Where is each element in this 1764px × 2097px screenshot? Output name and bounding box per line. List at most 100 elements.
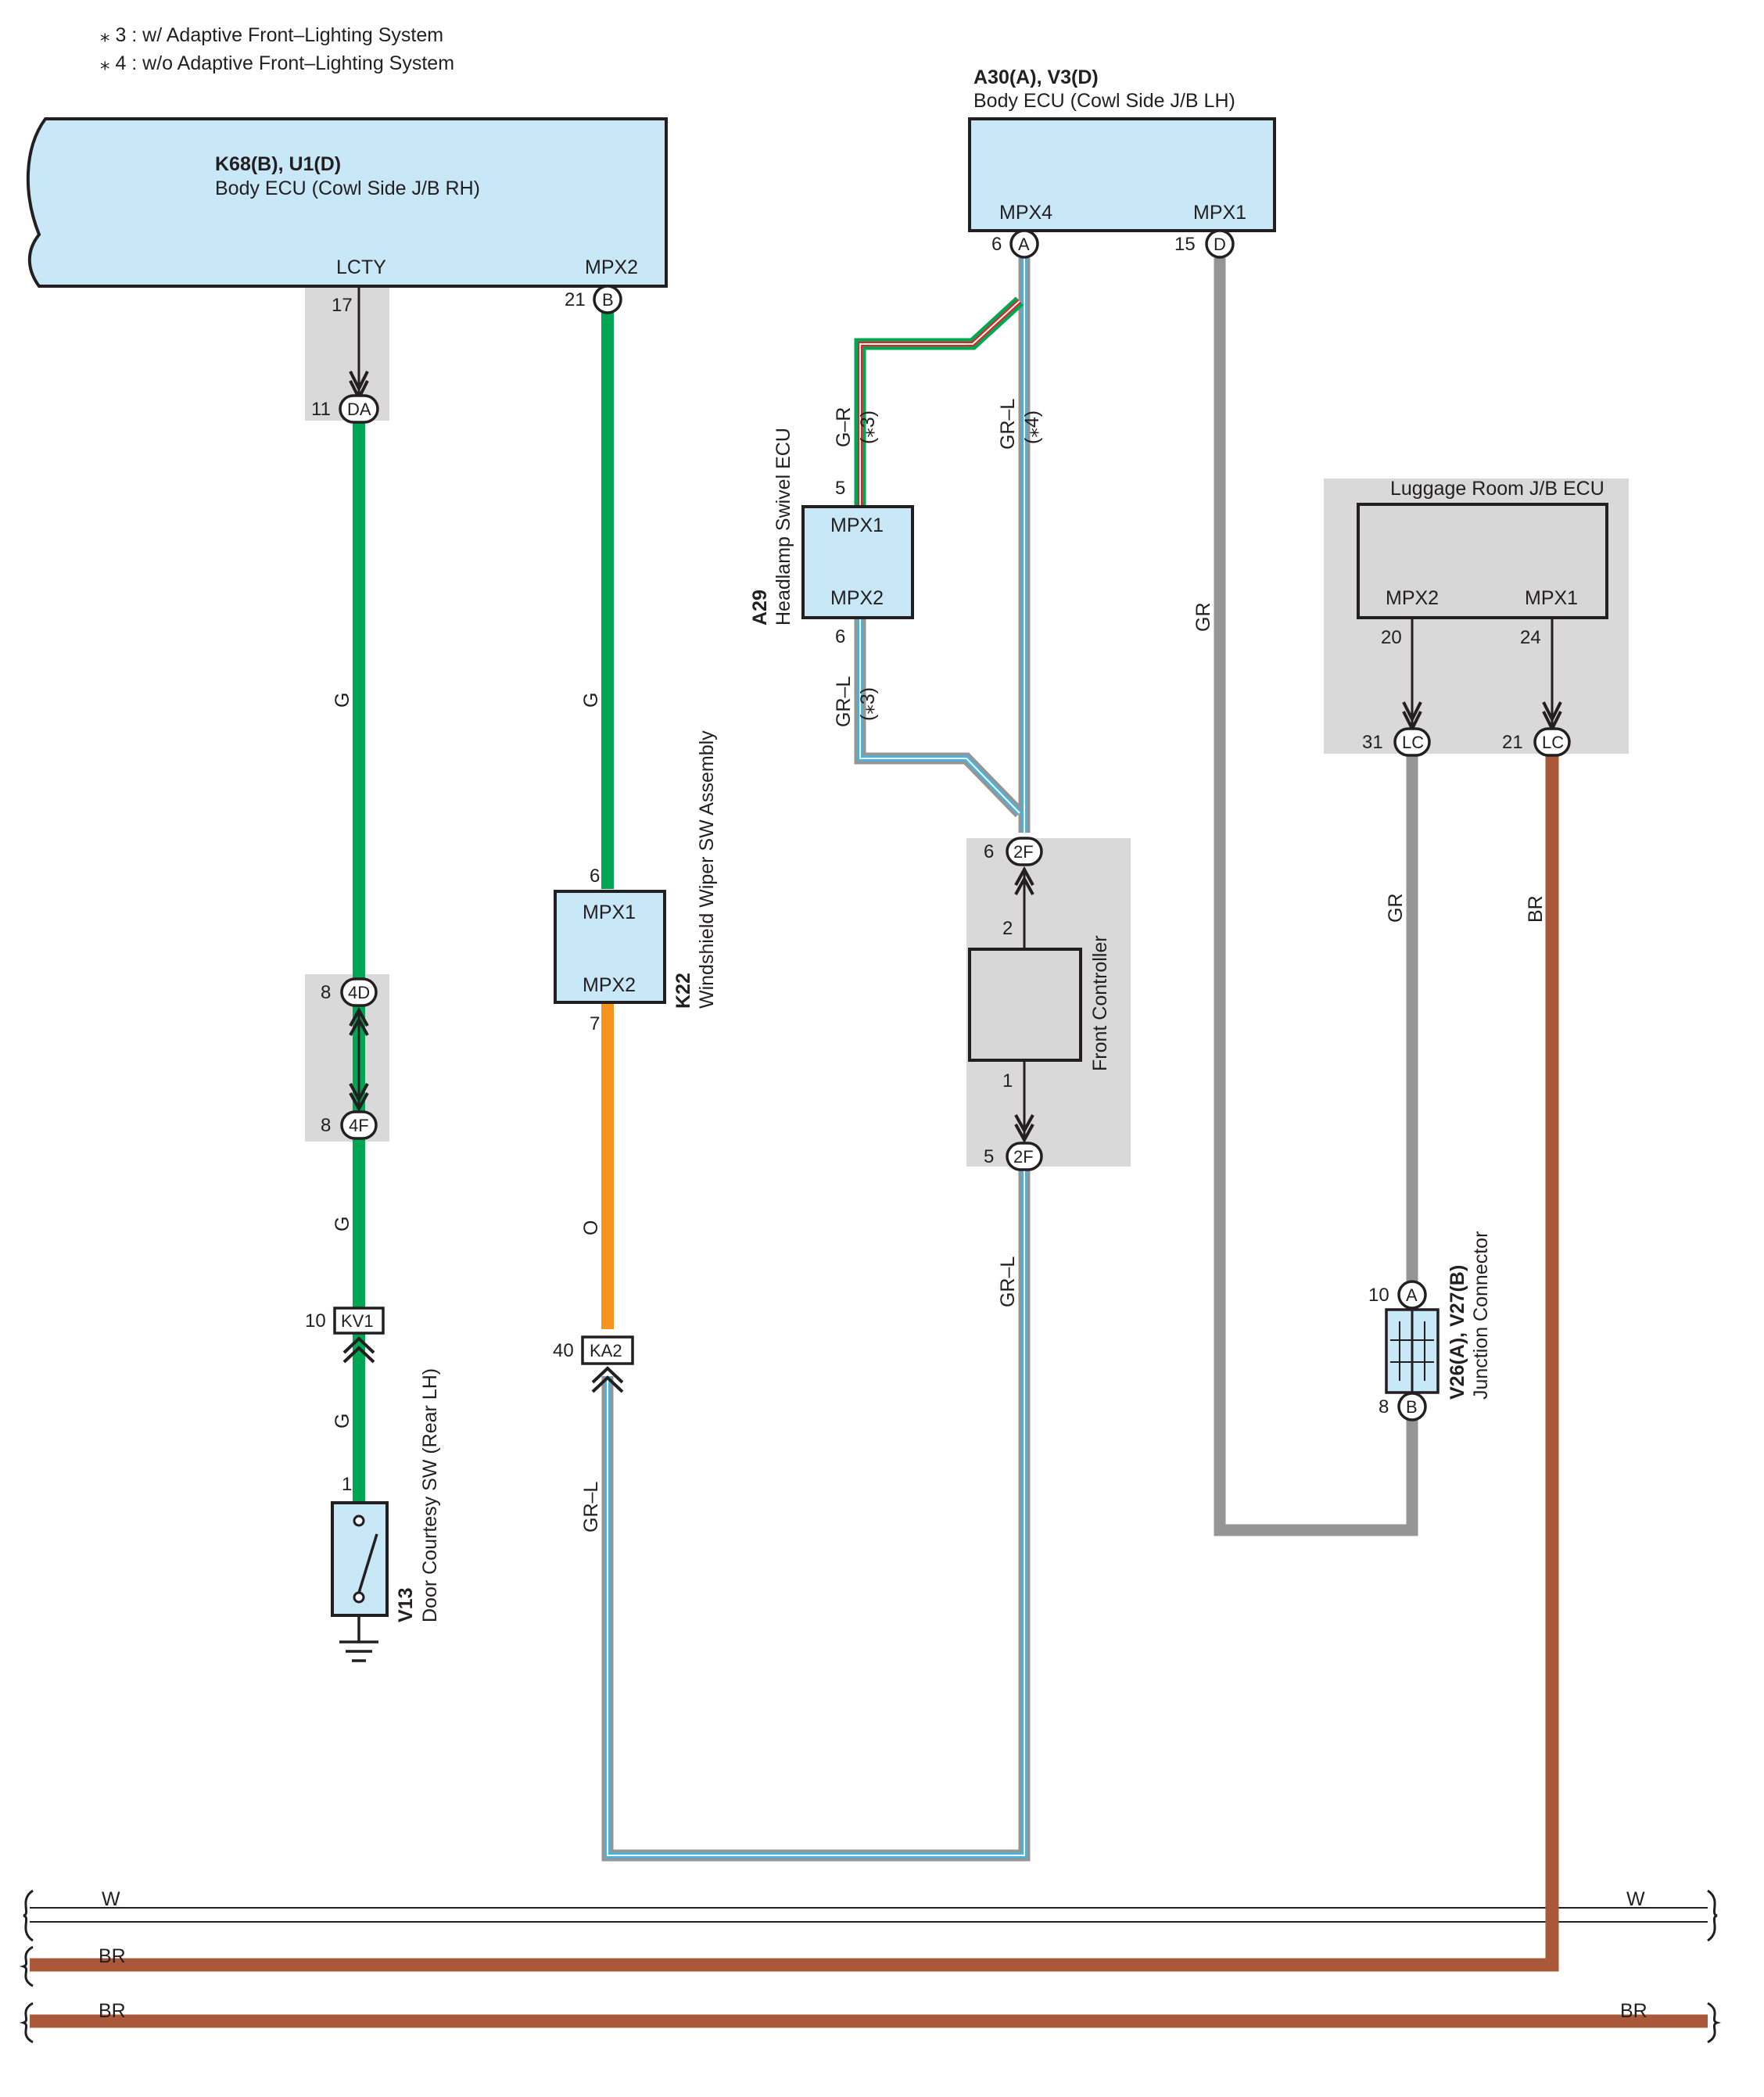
pin-6-wiper: 6 <box>590 866 600 887</box>
connector-d-lh: D <box>1205 229 1235 259</box>
connector-2f-top: 2F <box>1006 837 1043 866</box>
pin-8-4d: 8 <box>321 982 331 1003</box>
connector-4d: 4D <box>340 977 378 1007</box>
connector-4f: 4F <box>340 1110 378 1140</box>
body-ecu-rh-code: K68(B), U1(D) <box>215 153 341 175</box>
pin-40-ka2: 40 <box>553 1340 574 1361</box>
pin-17: 17 <box>332 295 353 316</box>
connector-da-label: DA <box>347 400 371 419</box>
wire-gr-l-headlamp <box>854 618 1024 818</box>
junction-conn-b: B <box>1397 1392 1427 1421</box>
bus-label-br-2-left: BR <box>99 2000 126 2022</box>
arrow-ka2 <box>591 1366 624 1384</box>
connector-ka2: KA2 <box>581 1335 634 1365</box>
wire-g-r-headlamp <box>854 296 1024 507</box>
bus-label-w-right: W <box>1626 1888 1645 1910</box>
connector-a-lh: A <box>1009 229 1039 259</box>
wiper-name: Windshield Wiper SW Assembly <box>696 730 718 1009</box>
wiper-code: K22 <box>672 973 694 1009</box>
headlamp-swivel-ecu: MPX1 MPX2 <box>801 505 914 619</box>
connector-2f-top-label: 2F <box>1013 842 1034 862</box>
wire-note-4: (⁎4) <box>1021 410 1043 444</box>
body-ecu-rh-name: Body ECU (Cowl Side J/B RH) <box>215 177 480 199</box>
terminal-mpx4: MPX4 <box>999 202 1052 224</box>
pin-6-headlamp: 6 <box>835 626 845 647</box>
note-no-adaptive-lighting: ⁎ 4 : w/o Adaptive Front–Lighting System <box>100 52 454 74</box>
break-marks-left <box>19 1889 34 2044</box>
connector-a-lh-label: A <box>1018 235 1030 254</box>
wire-label-gr-2: GR <box>1385 894 1407 923</box>
wire-label-o: O <box>580 1221 602 1235</box>
connector-da: DA <box>339 394 379 424</box>
headlamp-name: Headlamp Swivel ECU <box>773 428 794 626</box>
arrow-2f-bottom <box>1014 1124 1034 1144</box>
break-marks-right <box>1707 1889 1722 2044</box>
arrow-luggage-mpx2 <box>1402 701 1422 723</box>
terminal-lcty: LCTY <box>336 256 386 278</box>
body-ecu-lh-name: Body ECU (Cowl Side J/B LH) <box>973 90 1235 112</box>
wiper-switch-assembly: MPX1 MPX2 <box>554 890 666 1004</box>
wire-label-gr-l-2: GR–L <box>997 399 1019 450</box>
luggage-term-mpx1: MPX1 <box>1525 587 1578 609</box>
connector-2f-bottom-label: 2F <box>1013 1147 1034 1167</box>
pin-5-headlamp: 5 <box>835 478 845 499</box>
junction-name: Junction Connector <box>1470 1231 1492 1400</box>
headlamp-term-mpx1: MPX1 <box>830 514 884 536</box>
pin-1-courtesy: 1 <box>342 1474 352 1495</box>
wiper-term-mpx1: MPX1 <box>583 902 636 923</box>
wire-label-gr-l-1: GR–L <box>580 1482 602 1532</box>
pin-7-wiper: 7 <box>590 1013 600 1034</box>
arrow-luggage-mpx1 <box>1542 701 1562 723</box>
body-ecu-rh: K68(B), U1(D) Body ECU (Cowl Side J/B RH… <box>26 117 668 288</box>
pin-11: 11 <box>311 399 331 420</box>
junction-conn-a-label: A <box>1406 1285 1418 1305</box>
connector-kv1: KV1 <box>333 1307 385 1335</box>
door-courtesy-switch <box>331 1501 389 1642</box>
pin-21-rh: 21 <box>565 289 586 310</box>
wire-label-gr-1: GR <box>1192 603 1214 633</box>
pin-15-lh: 15 <box>1174 234 1196 255</box>
arrow-4f <box>349 1092 369 1113</box>
connector-b-rh: B <box>593 285 622 314</box>
junction-code: V26(A), V27(B) <box>1447 1265 1468 1400</box>
pin-21-luggage: 21 <box>1502 732 1523 753</box>
wire-label-g-4: G <box>332 1414 353 1428</box>
front-controller <box>968 948 1082 1062</box>
headlamp-term-mpx2: MPX2 <box>830 587 884 609</box>
luggage-ecu-name: Luggage Room J/B ECU <box>1390 478 1604 500</box>
wire-label-g-2: G <box>580 693 602 708</box>
wire-label-g-3: G <box>332 1217 353 1231</box>
arrow-2f-top <box>1014 866 1034 886</box>
front-controller-name: Front Controller <box>1089 935 1111 1071</box>
junction-connector <box>1385 1308 1440 1394</box>
arrow-4d <box>349 1006 369 1027</box>
luggage-term-mpx2: MPX2 <box>1386 587 1439 609</box>
wire-label-br-1: BR <box>1525 895 1547 923</box>
wiper-term-mpx2: MPX2 <box>583 974 636 996</box>
pin-5-2f: 5 <box>984 1146 994 1167</box>
junction-conn-b-label: B <box>1406 1397 1418 1417</box>
wire-label-gr-l-3: GR–L <box>833 676 855 727</box>
pin-6-lh: 6 <box>991 234 1002 255</box>
wire-label-gr-l-4: GR–L <box>997 1256 1019 1307</box>
note-adaptive-lighting: ⁎ 3 : w/ Adaptive Front–Lighting System <box>100 24 443 46</box>
body-ecu-lh: MPX4 MPX1 <box>968 117 1276 232</box>
ground-icon <box>339 1640 378 1662</box>
courtesy-name: Door Courtesy SW (Rear LH) <box>419 1368 441 1622</box>
connector-2f-bottom: 2F <box>1006 1142 1043 1171</box>
wire-br-luggage <box>1533 751 1559 1972</box>
connector-kv1-label: KV1 <box>341 1311 374 1331</box>
pin-8-junction: 8 <box>1379 1396 1389 1418</box>
pin-10-junction: 10 <box>1368 1285 1389 1306</box>
arrow-lcty <box>349 371 369 393</box>
connector-lc-31-label: LC <box>1402 733 1424 752</box>
connector-ka2-label: KA2 <box>590 1341 622 1360</box>
wire-note-3-b: (⁎3) <box>857 687 879 721</box>
courtesy-code: V13 <box>395 1588 417 1622</box>
pin-31-luggage: 31 <box>1362 732 1383 753</box>
connector-lc-31: LC <box>1393 727 1431 757</box>
connector-b-rh-label: B <box>602 290 614 310</box>
wire-label-g-1: G <box>332 693 353 708</box>
pin-10-kv1: 10 <box>305 1310 326 1332</box>
wire-label-g-r: G–R <box>833 407 855 447</box>
